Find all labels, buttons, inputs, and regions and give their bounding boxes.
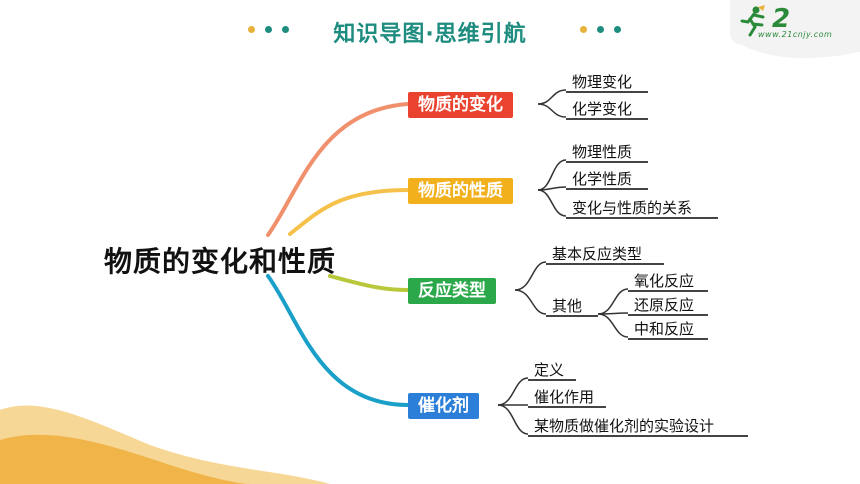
leaf-underline	[566, 161, 648, 163]
site-logo[interactable]: 2 www.21cnjy.com	[730, 0, 860, 44]
leaf-underline	[528, 379, 576, 381]
leaf-other: 其他	[552, 297, 583, 315]
leaf-catalyst-experiment-design: 某物质做催化剂的实验设计	[534, 417, 715, 435]
leaf-chemical-change: 化学变化	[572, 100, 633, 118]
brace-reactions-bottom	[514, 289, 547, 315]
logo-url: www.21cnjy.com	[758, 30, 833, 39]
brace-properties-1	[537, 159, 567, 191]
bottom-left-wave-dark	[0, 434, 250, 484]
header-dots-left	[248, 26, 289, 33]
header-dot	[265, 26, 272, 33]
leaf-underline	[528, 406, 606, 408]
brace-catalyst-1	[497, 377, 529, 406]
leaf-physical-property: 物理性质	[572, 143, 633, 161]
branch-catalyst[interactable]: 催化剂	[408, 393, 479, 419]
logo-mark: 2	[772, 4, 791, 34]
brace-changes-top	[537, 89, 567, 105]
brace-properties-3	[537, 189, 567, 217]
leaf-underline	[628, 290, 708, 292]
leaf-underline	[546, 315, 598, 317]
header-dot	[282, 26, 289, 33]
leaf-underline	[566, 118, 648, 120]
leaf-catalytic-action: 催化作用	[534, 388, 595, 406]
header-dot	[597, 26, 604, 33]
header-dots-right	[580, 26, 621, 33]
leaf-chemical-property: 化学性质	[572, 170, 633, 188]
leaf-underline	[566, 217, 718, 219]
page-title: 知识导图·思维引航	[333, 22, 527, 47]
leaf-underline	[528, 435, 748, 437]
branch-changes[interactable]: 物质的变化	[408, 92, 513, 118]
leaf-physical-change: 物理变化	[572, 73, 633, 91]
branch-reaction-types[interactable]: 反应类型	[408, 278, 496, 304]
leaf-reduction: 还原反应	[634, 296, 695, 314]
connector-central-to-reactions	[328, 274, 410, 292]
brace-other-1	[597, 288, 629, 315]
header-dot	[614, 26, 621, 33]
connector-central-to-catalyst	[266, 274, 410, 407]
header-dot	[248, 26, 255, 33]
leaf-underline	[628, 314, 708, 316]
connector-central-to-changes	[266, 102, 410, 237]
brace-changes-bottom	[537, 103, 567, 118]
brace-reactions-top	[514, 261, 547, 291]
connector-central-to-properties	[288, 188, 410, 236]
mindmap-central-topic: 物质的变化和性质	[104, 245, 337, 278]
branch-properties[interactable]: 物质的性质	[408, 178, 513, 204]
leaf-oxidation: 氧化反应	[634, 272, 695, 290]
leaf-underline	[566, 91, 648, 93]
leaf-underline	[628, 338, 708, 340]
leaf-underline	[566, 188, 648, 190]
leaf-basic-reaction-types: 基本反应类型	[552, 245, 643, 263]
header-dot	[580, 26, 587, 33]
leaf-definition: 定义	[534, 361, 565, 379]
leaf-underline	[546, 263, 664, 265]
runner-icon	[740, 5, 765, 37]
leaf-change-property-relation: 变化与性质的关系	[572, 199, 693, 217]
top-right-wave	[740, 44, 860, 59]
leaf-neutralization: 中和反应	[634, 320, 695, 338]
brace-catalyst-3	[497, 404, 529, 435]
brace-other-3	[597, 313, 629, 338]
